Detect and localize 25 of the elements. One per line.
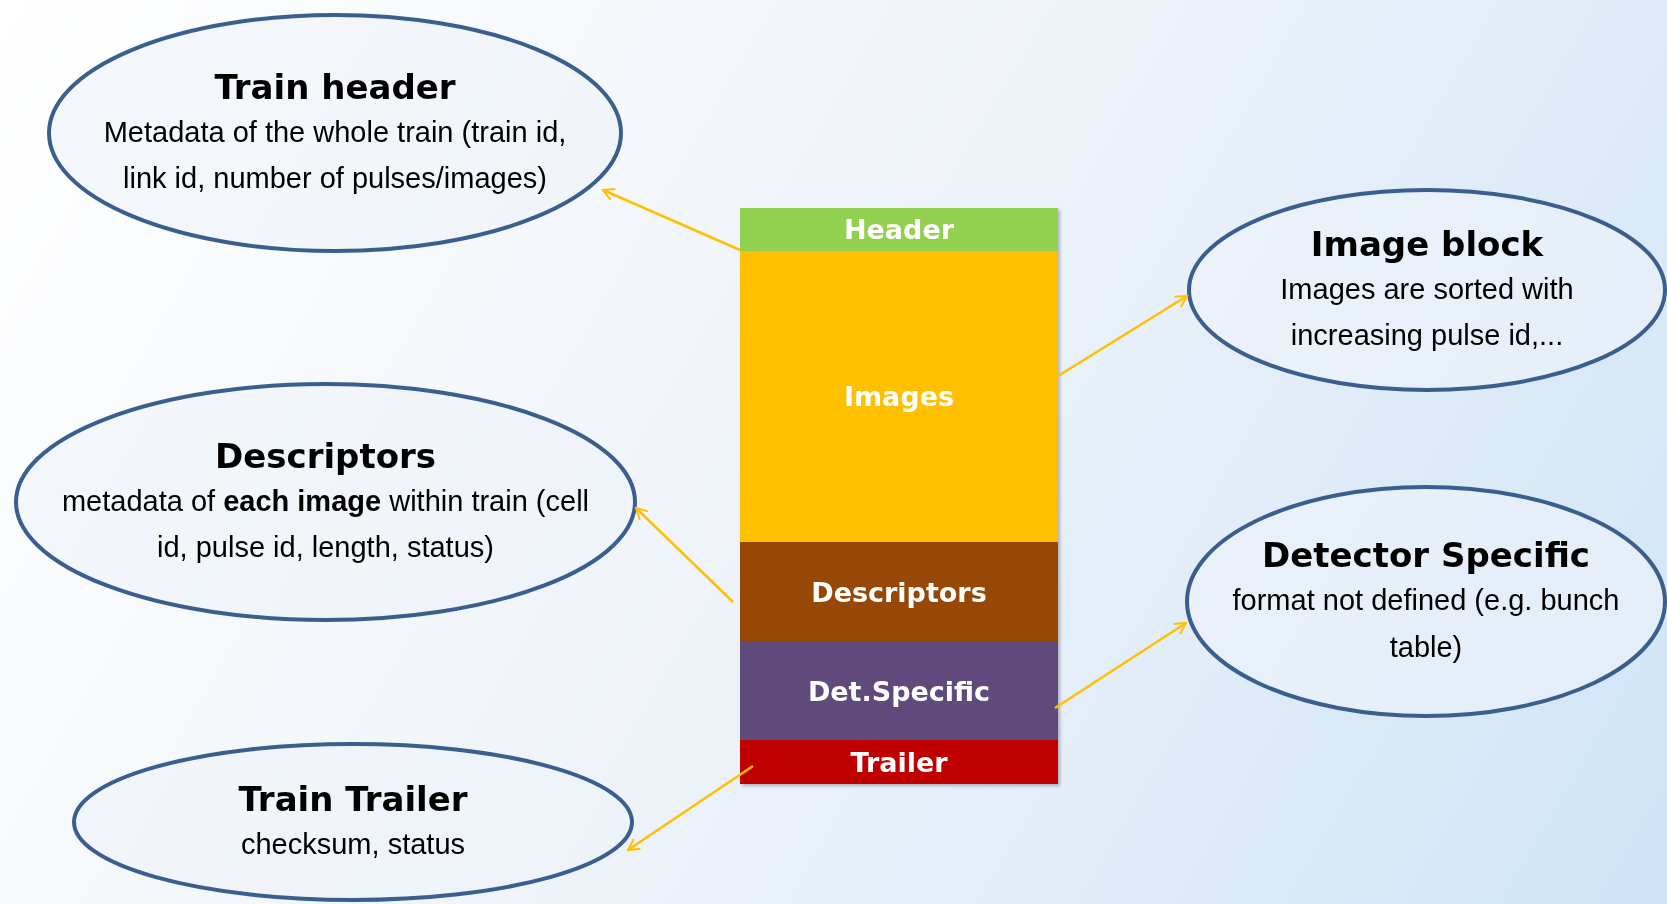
data-block bbox=[740, 251, 1058, 542]
block-label: Descriptors bbox=[811, 576, 987, 608]
node-heading: Train header bbox=[214, 65, 456, 109]
node-description: checksum, status bbox=[241, 826, 465, 862]
node-heading: Image block bbox=[1310, 222, 1544, 266]
arrow bbox=[602, 187, 741, 252]
node-heading: Train Trailer bbox=[238, 777, 468, 821]
data-block bbox=[740, 642, 1058, 740]
block-label: Trailer bbox=[850, 746, 948, 778]
node-heading: Detector Specific bbox=[1262, 534, 1590, 577]
arrow bbox=[635, 507, 734, 603]
arrow bbox=[1057, 294, 1188, 378]
data-block bbox=[740, 542, 1058, 642]
node-description: format not defined (e.g. bunch table) bbox=[1231, 583, 1621, 665]
node-description: Images are sorted with increasing pulse id,... bbox=[1279, 271, 1575, 354]
block-label: Images bbox=[843, 381, 955, 412]
block-label: Header bbox=[843, 214, 955, 245]
node-heading: Descriptors bbox=[214, 434, 437, 478]
node-description: Metadata of the whole train (train id, link id, number of pulses/images) bbox=[102, 114, 568, 197]
data-block bbox=[740, 740, 1058, 784]
arrow bbox=[627, 764, 754, 852]
node-description: metadata of each image within train (cell id, pulse id, length, status) bbox=[60, 483, 591, 566]
arrow bbox=[1054, 621, 1187, 710]
data-block bbox=[740, 208, 1058, 251]
block-label: Det.Specific bbox=[807, 675, 991, 707]
